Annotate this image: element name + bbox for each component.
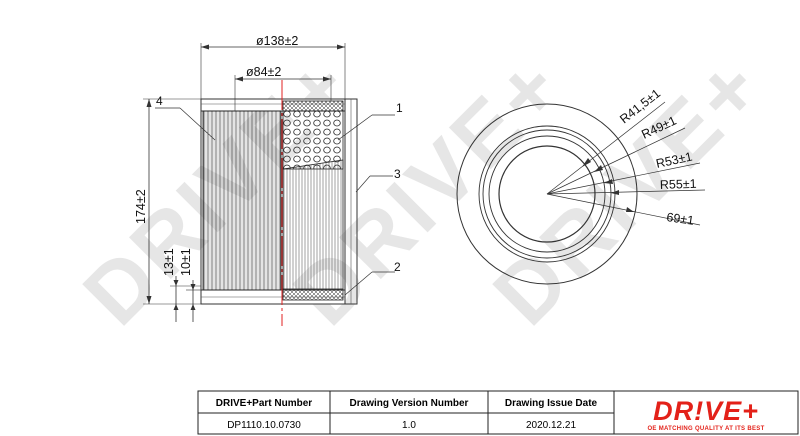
radius-leader-53 bbox=[546, 162, 701, 195]
dim-inner-arrow-left bbox=[235, 76, 243, 82]
title-block: DRIVE+Part Number Drawing Version Number… bbox=[197, 390, 799, 435]
callouts: 4 1 3 2 bbox=[155, 94, 403, 296]
dim-outer-diameter-label: ø138±2 bbox=[256, 34, 298, 48]
callout-3-label: 3 bbox=[394, 167, 401, 181]
dim-inner-arrow-right bbox=[323, 76, 331, 82]
top-seal-band bbox=[282, 100, 344, 112]
callout-1-leader bbox=[337, 114, 373, 141]
callout-3-leader bbox=[355, 175, 371, 193]
perforated-tube bbox=[282, 110, 344, 170]
dim-outer-arrow-left bbox=[201, 44, 209, 50]
radius-leader-49 bbox=[546, 127, 686, 195]
dim-13-arrow-top bbox=[173, 280, 179, 286]
dim-10-label: 10±1 bbox=[179, 248, 193, 276]
radius-arrow-69 bbox=[626, 207, 634, 212]
dim-height-label: 174±2 bbox=[134, 189, 148, 224]
value-issue-date: 2020.12.21 bbox=[526, 420, 576, 431]
callout-2-leader bbox=[344, 271, 373, 296]
callout-1-label: 1 bbox=[396, 101, 403, 115]
dim-13-label: 13±1 bbox=[162, 248, 176, 276]
dim-inner-diameter-label: ø84±2 bbox=[246, 65, 281, 79]
outer-circle bbox=[456, 103, 638, 285]
dim-height-arrow-top bbox=[146, 99, 152, 107]
header-issue-date: Drawing Issue Date bbox=[505, 398, 598, 409]
radius-arrow-415 bbox=[582, 158, 591, 167]
bore-circle bbox=[498, 145, 596, 243]
value-part-number: DP1110.10.0730 bbox=[227, 420, 301, 431]
radius-leader-415 bbox=[546, 101, 666, 195]
inner-pleated-media bbox=[282, 159, 344, 291]
radius-arrow-55 bbox=[611, 190, 619, 195]
radius-leader-55 bbox=[546, 189, 706, 195]
radius-label-55: R55±1 bbox=[660, 177, 697, 192]
header-version-number: Drawing Version Number bbox=[350, 398, 469, 409]
brand-logo: DR!VE+ bbox=[653, 396, 759, 426]
pleated-media bbox=[202, 110, 282, 291]
dim-height-arrow-bottom bbox=[146, 296, 152, 304]
seal-circle-mid bbox=[482, 129, 612, 259]
dim-outer-arrow-right bbox=[337, 44, 345, 50]
dim-13-arrow-bottom bbox=[173, 304, 179, 310]
brand-tagline: OE MATCHING QUALITY AT ITS BEST bbox=[647, 426, 764, 432]
side-view bbox=[200, 80, 358, 326]
dim-10-arrow-bottom bbox=[190, 304, 196, 310]
radius-label-69: 69±1 bbox=[666, 210, 695, 228]
dim-10-arrow-top bbox=[190, 284, 196, 290]
callout-4-label: 4 bbox=[156, 94, 163, 108]
callout-2-label: 2 bbox=[394, 260, 401, 274]
radius-arrow-49 bbox=[594, 165, 603, 172]
value-version-number: 1.0 bbox=[402, 420, 416, 431]
callout-4-leader bbox=[179, 107, 216, 141]
seal-circle-inner bbox=[488, 135, 606, 253]
bottom-seal-band bbox=[282, 288, 344, 301]
header-part-number: DRIVE+Part Number bbox=[216, 398, 313, 409]
side-dimensions: ø138±2 ø84±2 174±2 13±1 10±1 bbox=[134, 34, 346, 322]
radius-arrow-53 bbox=[604, 179, 613, 184]
radius-leader-69 bbox=[546, 193, 701, 226]
